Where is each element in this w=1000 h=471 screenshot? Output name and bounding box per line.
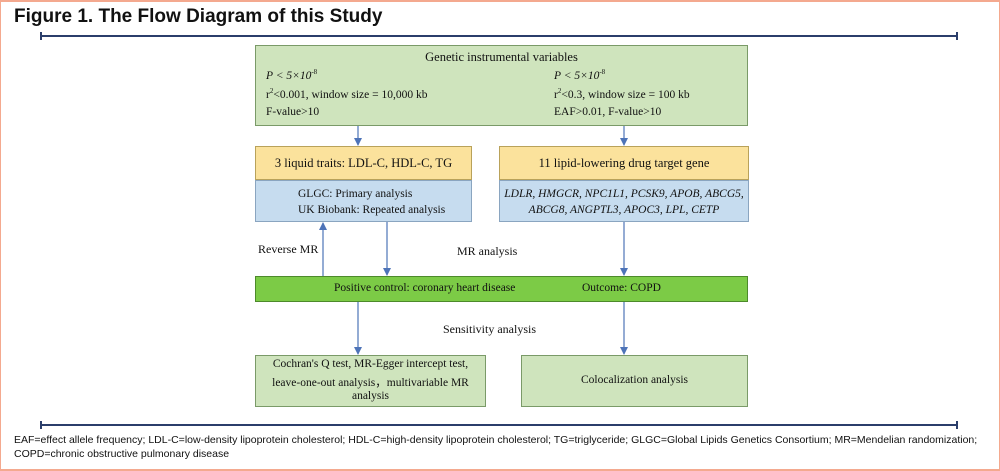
outcome-bar: Positive control: coronary heart disease… [255,276,748,302]
sensitivity-line-2: leave-one-out analysis，multivariable MR [272,377,469,389]
bottom-rule [40,421,958,429]
caption-line-1: EAF=effect allele frequency; LDL-C=low-d… [14,434,978,446]
lipid-traits-source-box: GLGC: Primary analysis UK Biobank: Repea… [255,180,472,222]
gene-list-line-2: ABCG8, ANGPTL3, APOC3, LPL, CETP [528,204,720,216]
colocalization-box: Colocalization analysis [521,355,748,407]
lipid-traits-title: 3 liquid traits: LDL-C, HDL-C, TG [274,156,453,170]
reverse-mr-label: Reverse MR [258,242,319,256]
lipid-traits-title-box: 3 liquid traits: LDL-C, HDL-C, TG [255,146,472,180]
sensitivity-line-1: Cochran's Q test, MR-Egger intercept tes… [272,358,469,370]
caption-line-2: COPD=chronic obstructive pulmonary disea… [14,448,230,460]
sensitivity-line-3: analysis [351,390,390,402]
genetic-instruments-heading: Genetic instrumental variables [425,50,578,64]
gene-list-line-1: LDLR, HMGCR, NPC1L1, PCSK9, APOB, ABCG5, [504,188,744,200]
top-rule [40,32,958,40]
positive-control-text: Positive control: coronary heart disease [334,282,516,294]
left-border [0,0,1,471]
left-p-threshold: P < 5×10-8 [266,68,318,82]
sensitivity-methods-box: Cochran's Q test, MR-Egger intercept tes… [255,355,486,407]
ukb-line: UK Biobank: Repeated analysis [298,204,446,216]
top-border [0,0,1000,2]
left-r2-criteria: r2<0.001, window size = 10,000 kb [266,87,428,101]
right-r2-criteria: r2<0.3, window size = 100 kb [554,87,690,101]
outcome-copd-text: Outcome: COPD [582,282,661,294]
drug-target-genes-box: LDLR, HMGCR, NPC1L1, PCSK9, APOB, ABCG5,… [499,180,749,222]
genetic-instruments-box: Genetic instrumental variables P < 5×10-… [255,45,748,126]
abbreviation-caption: EAF=effect allele frequency; LDL-C=low-d… [14,433,984,461]
drug-target-title-box: 11 lipid-lowering drug target gene [499,146,749,180]
mr-analysis-label: MR analysis [457,244,518,258]
right-eaf-criteria: EAF>0.01, F-value>10 [554,106,662,118]
colocalization-text: Colocalization analysis [581,374,688,386]
drug-target-title: 11 lipid-lowering drug target gene [538,156,710,170]
left-f-criteria: F-value>10 [266,106,320,118]
right-p-threshold: P < 5×10-8 [554,68,606,82]
bottom-border [0,469,1000,471]
figure-title: Figure 1. The Flow Diagram of this Study [14,6,383,27]
glgc-line: GLGC: Primary analysis [298,188,413,200]
sensitivity-analysis-label: Sensitivity analysis [443,322,536,336]
